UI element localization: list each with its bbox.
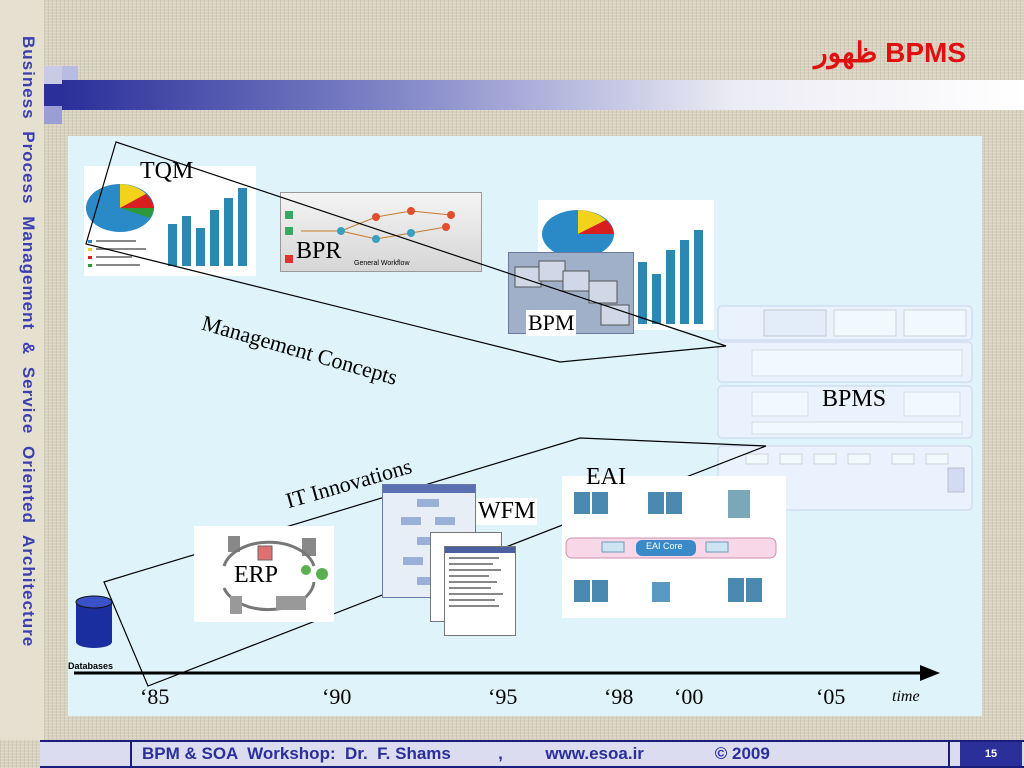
page-number: 15 bbox=[960, 742, 1022, 766]
eai-graphic bbox=[565, 490, 777, 602]
vertical-title: Business Process Management & Service Or… bbox=[19, 36, 38, 648]
tqm-chart-graphic bbox=[86, 184, 247, 267]
bpm-chart-graphic bbox=[542, 210, 703, 324]
bpr-picture bbox=[280, 192, 482, 272]
tqm-label: TQM bbox=[140, 158, 194, 184]
time-axis-label: time bbox=[892, 688, 920, 705]
bpms-label: BPMS bbox=[822, 386, 887, 412]
header-bar bbox=[62, 80, 1024, 110]
database-icon bbox=[75, 595, 113, 648]
year-90: ‘90 bbox=[322, 684, 352, 709]
bpms-architecture-picture bbox=[716, 304, 976, 512]
year-00: ‘00 bbox=[674, 684, 704, 709]
wfm-flow-graphic bbox=[383, 485, 475, 585]
left-band bbox=[0, 0, 44, 740]
erp-graphic bbox=[222, 536, 328, 614]
footer-bar bbox=[40, 740, 1024, 768]
year-85: ‘85 bbox=[140, 684, 170, 709]
bpr-label: BPR bbox=[296, 238, 342, 264]
bpm-label: BPM bbox=[526, 310, 577, 336]
timeline-arrow bbox=[74, 665, 940, 681]
erp-picture bbox=[194, 526, 334, 622]
bpms-architecture-graphic bbox=[717, 305, 973, 511]
footer-text: BPM & SOA Workshop: Dr. F. Shams , www.e… bbox=[130, 740, 950, 768]
wfm-label: WFM bbox=[476, 498, 538, 525]
eai-label: EAI bbox=[586, 464, 626, 490]
year-05: ‘05 bbox=[816, 684, 846, 709]
decor-square bbox=[44, 84, 62, 106]
year-95: ‘95 bbox=[488, 684, 518, 709]
tqm-picture bbox=[84, 166, 256, 276]
bpr-workflow-graphic bbox=[285, 207, 455, 263]
eai-core-label: EAI Core bbox=[646, 541, 683, 551]
decor-square bbox=[62, 66, 78, 82]
bpr-caption: General Workflow bbox=[354, 260, 410, 267]
eai-picture bbox=[562, 476, 786, 618]
decor-square bbox=[44, 66, 62, 84]
wfm-picture-front bbox=[444, 546, 516, 636]
year-98: ‘98 bbox=[604, 684, 634, 709]
erp-label: ERP bbox=[234, 562, 279, 588]
wfm-list-graphic bbox=[445, 547, 515, 607]
databases-label: Databases bbox=[68, 661, 114, 671]
decor-square bbox=[44, 106, 62, 124]
slide-title: BPMS ظهور bbox=[814, 37, 966, 68]
